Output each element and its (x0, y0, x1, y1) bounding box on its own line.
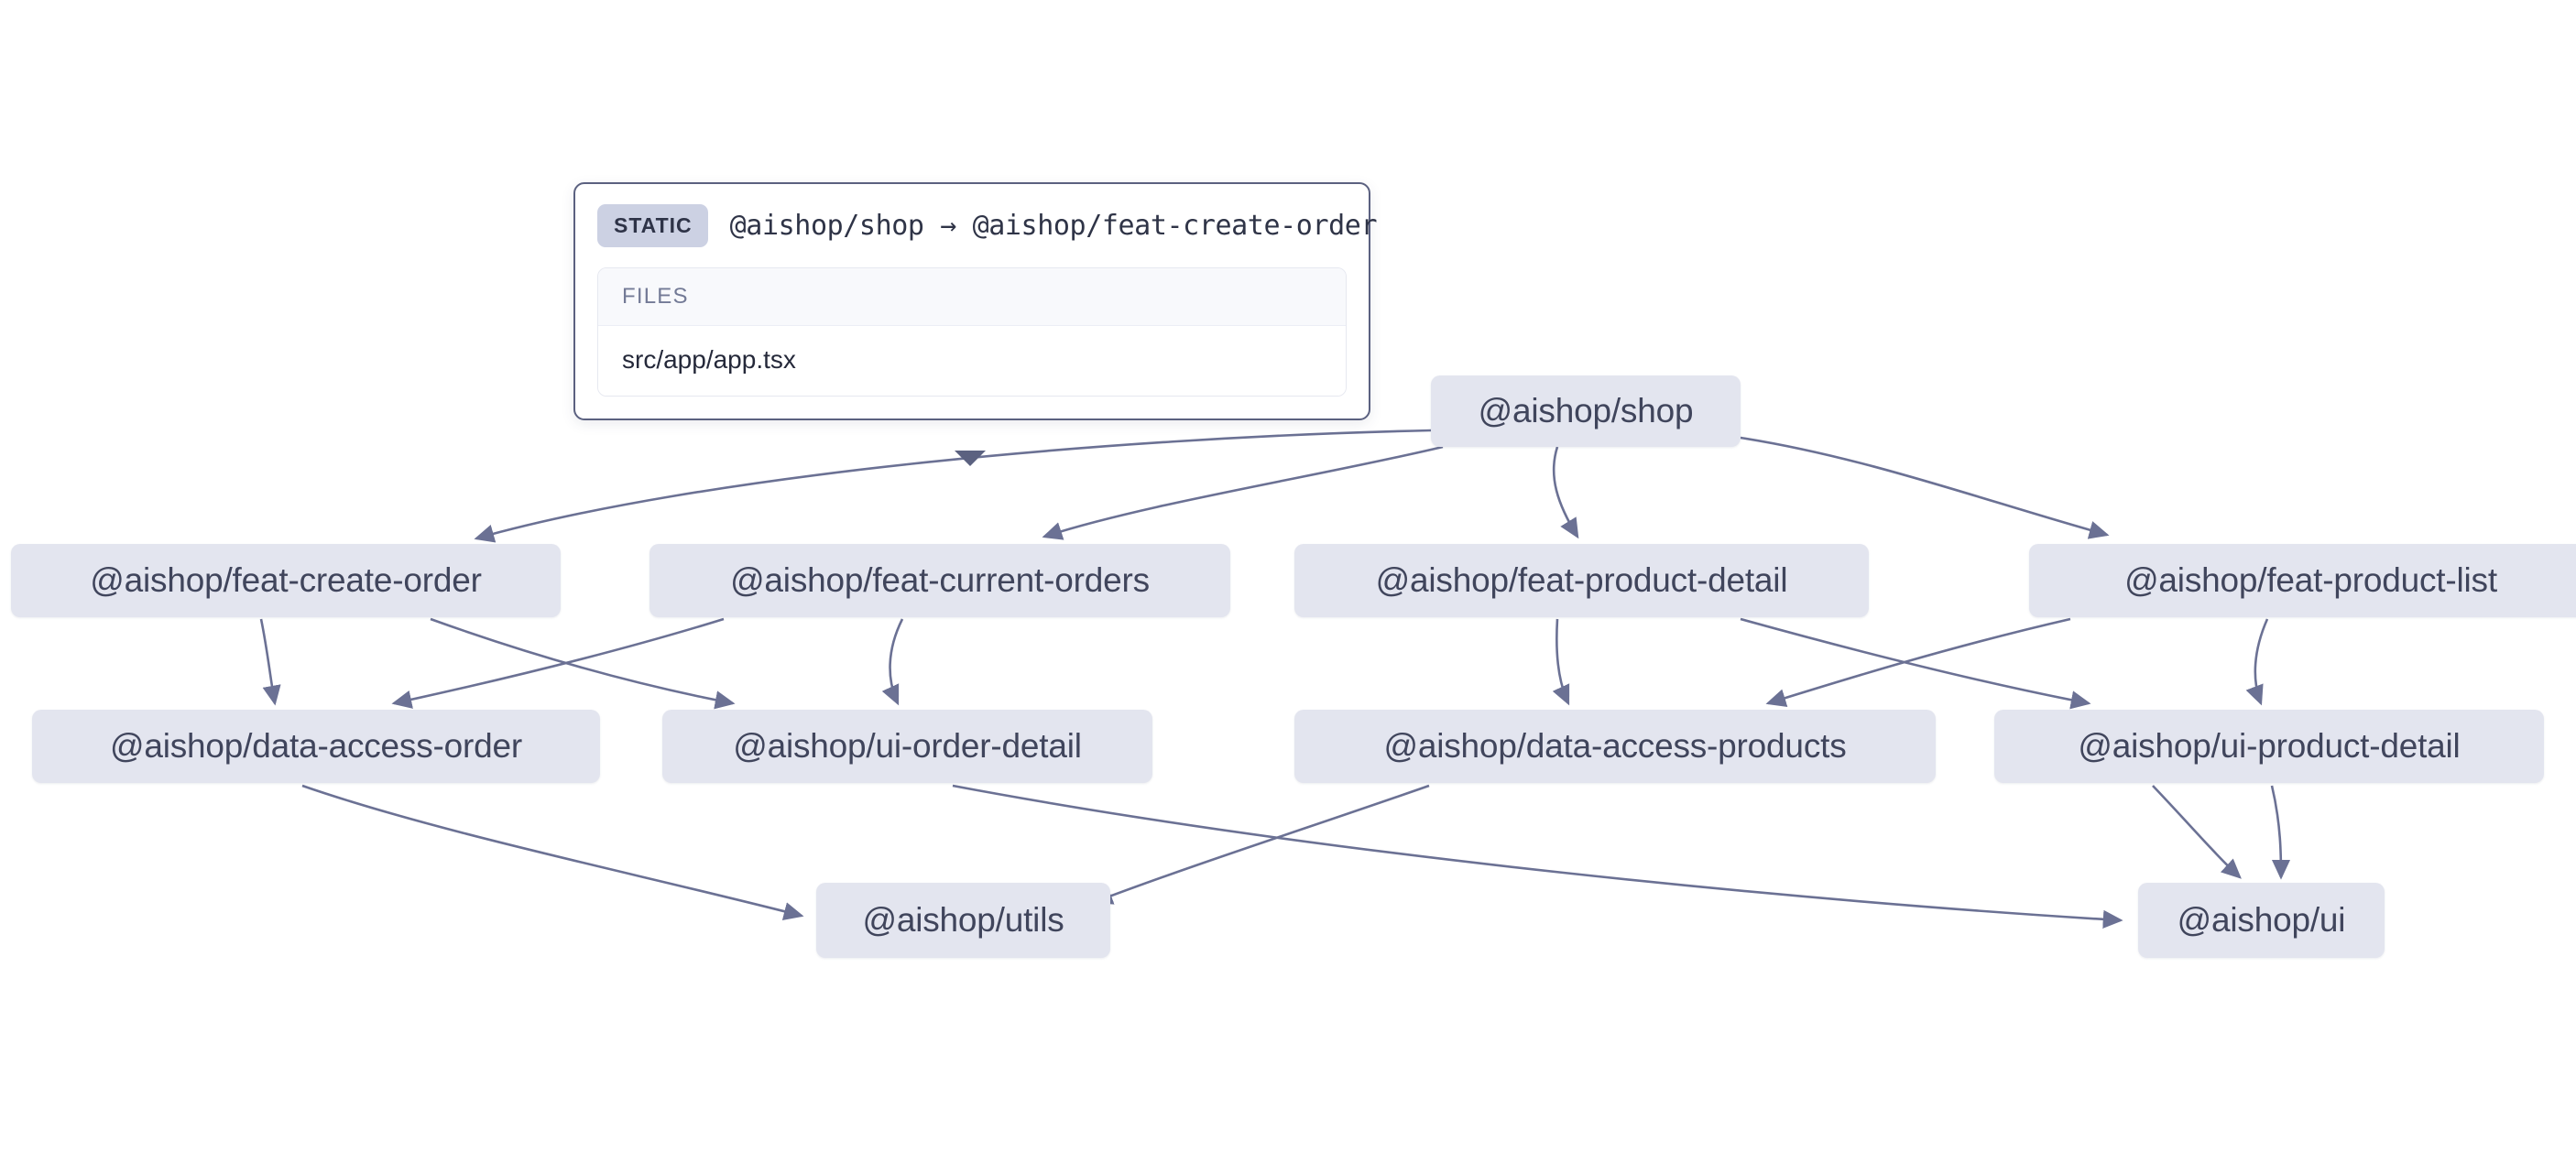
graph-node-ui[interactable]: @aishop/ui (2138, 883, 2385, 958)
tooltip-files-box: FILES src/app/app.tsx (597, 267, 1347, 397)
edge-feat-current-orders-to-data-access-order (391, 617, 725, 709)
graph-node-data-access-products[interactable]: @aishop/data-access-products (1294, 710, 1936, 783)
edge-shop-to-feat-current-orders (1042, 445, 1444, 540)
edge-feat-product-list-to-data-access-products (1765, 617, 2071, 707)
edge-shop-to-feat-product-detail (1552, 446, 1579, 539)
tooltip-title: @aishop/shop → @aishop/feat-create-order (729, 210, 1378, 242)
edge-detail-tooltip[interactable]: STATIC @aishop/shop → @aishop/feat-creat… (573, 182, 1378, 420)
graph-node-label: @aishop/ui-product-detail (2078, 727, 2461, 765)
edge-ui-product-detail-to-ui (2152, 785, 2242, 879)
graph-node-data-access-order[interactable]: @aishop/data-access-order (32, 710, 600, 783)
graph-node-feat-product-list[interactable]: @aishop/feat-product-list (2029, 544, 2576, 617)
graph-node-label: @aishop/shop (1478, 392, 1694, 429)
graph-node-label: @aishop/data-access-products (1383, 727, 1847, 765)
graph-node-label: @aishop/utils (862, 901, 1064, 939)
graph-node-feat-current-orders[interactable]: @aishop/feat-current-orders (649, 544, 1230, 617)
file-list-item[interactable]: src/app/app.tsx (598, 326, 1346, 396)
graph-node-label: @aishop/feat-product-detail (1375, 561, 1788, 599)
edge-feat-product-list-to-ui-product-detail (2245, 618, 2269, 706)
graph-node-label: @aishop/feat-create-order (90, 561, 482, 599)
edge-ui-product-detail-to-ui-secondary (2270, 785, 2291, 880)
tooltip-pointer-arrow (955, 451, 986, 466)
edge-feat-product-detail-to-data-access-products (1552, 618, 1570, 706)
graph-node-label: @aishop/ui (2177, 901, 2346, 939)
edge-data-access-order-to-utils (301, 784, 804, 921)
graph-node-utils[interactable]: @aishop/utils (816, 883, 1110, 958)
graph-node-ui-order-detail[interactable]: @aishop/ui-order-detail (662, 710, 1152, 783)
edge-ui-order-detail-to-ui (952, 784, 2123, 929)
edge-shop-to-feat-product-list (1740, 436, 2110, 539)
graph-node-feat-product-detail[interactable]: @aishop/feat-product-detail (1294, 544, 1869, 617)
graph-node-label: @aishop/feat-current-orders (730, 561, 1150, 599)
edge-feat-current-orders-to-ui-order-detail (881, 618, 904, 706)
graph-node-label: @aishop/feat-product-list (2124, 561, 2497, 599)
edge-data-access-products-to-utils (1092, 784, 1430, 905)
edge-shop-to-feat-create-order (474, 429, 1432, 543)
graph-node-ui-product-detail[interactable]: @aishop/ui-product-detail (1994, 710, 2544, 783)
graph-node-label: @aishop/ui-order-detail (733, 727, 1082, 765)
files-section-header: FILES (598, 268, 1346, 326)
edge-feat-create-order-to-ui-order-detail (430, 617, 736, 710)
static-badge: STATIC (597, 204, 708, 247)
graph-node-feat-create-order[interactable]: @aishop/feat-create-order (11, 544, 561, 617)
edge-feat-create-order-to-data-access-order (259, 618, 281, 706)
graph-node-shop[interactable]: @aishop/shop (1431, 375, 1741, 447)
edge-feat-product-detail-to-ui-product-detail (1740, 617, 2091, 710)
graph-node-label: @aishop/data-access-order (109, 727, 523, 765)
tooltip-header: STATIC @aishop/shop → @aishop/feat-creat… (597, 204, 1378, 247)
